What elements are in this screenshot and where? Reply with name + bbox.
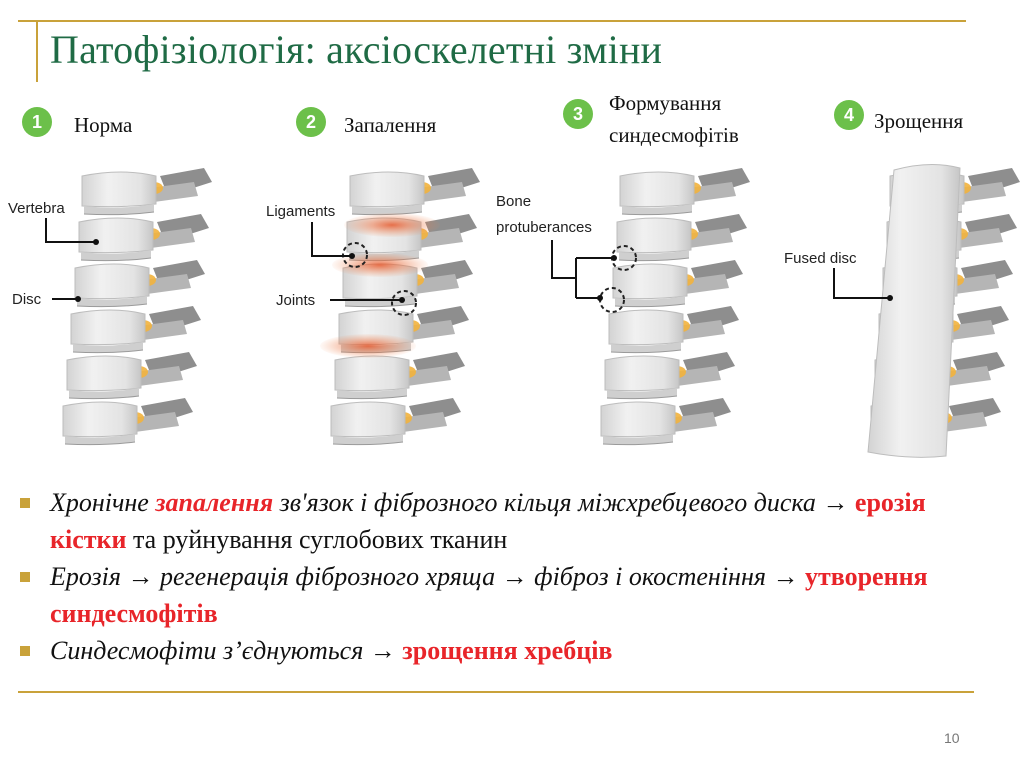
fused-vertebral-column xyxy=(868,164,960,457)
bone-protuberances-pointer-line xyxy=(552,240,576,278)
bullet-item-3: Синдесмофіти з’єднуються → зрощення хреб… xyxy=(20,632,980,669)
bullet-item-2: Ерозія → регенерація фіброзного хряща → … xyxy=(20,558,980,632)
ligaments-label: Ligaments xyxy=(266,203,335,220)
bullet-marker xyxy=(20,646,30,656)
bullet-marker xyxy=(20,572,30,582)
inflammation-glow xyxy=(320,334,416,358)
disc-label: Disc xyxy=(12,291,42,308)
bullet-list: Хронічне запалення зв'язок і фіброзного … xyxy=(20,484,980,669)
highlight-text: запалення xyxy=(155,488,273,517)
bullet-item-1: Хронічне запалення зв'язок і фіброзного … xyxy=(20,484,980,558)
bone-protuberances-label-line2: protuberances xyxy=(496,219,592,236)
spine-stage-1-normal: Vertebra Disc xyxy=(8,168,212,445)
page-number: 10 xyxy=(944,730,960,746)
vertebra-label: Vertebra xyxy=(8,200,65,217)
joints-label: Joints xyxy=(276,292,315,309)
highlight-text: зрощення хребців xyxy=(402,636,612,665)
spine-stage-2-inflammation: Ligaments Joints xyxy=(266,168,480,445)
spine-stages-illustration: Vertebra Disc Ligaments Joints Bone prot… xyxy=(0,0,1024,470)
bottom-rule xyxy=(18,691,974,693)
spine-stage-3-syndesmophytes: Bone protuberances xyxy=(496,168,750,445)
bone-protuberances-label-line1: Bone xyxy=(496,193,531,210)
inflammation-glow xyxy=(344,213,440,237)
spine-stage-4-fusion: Fused disc xyxy=(784,164,1020,457)
bullet-marker xyxy=(20,498,30,508)
fused-disc-pointer-line xyxy=(834,268,890,298)
fused-disc-label: Fused disc xyxy=(784,250,857,267)
